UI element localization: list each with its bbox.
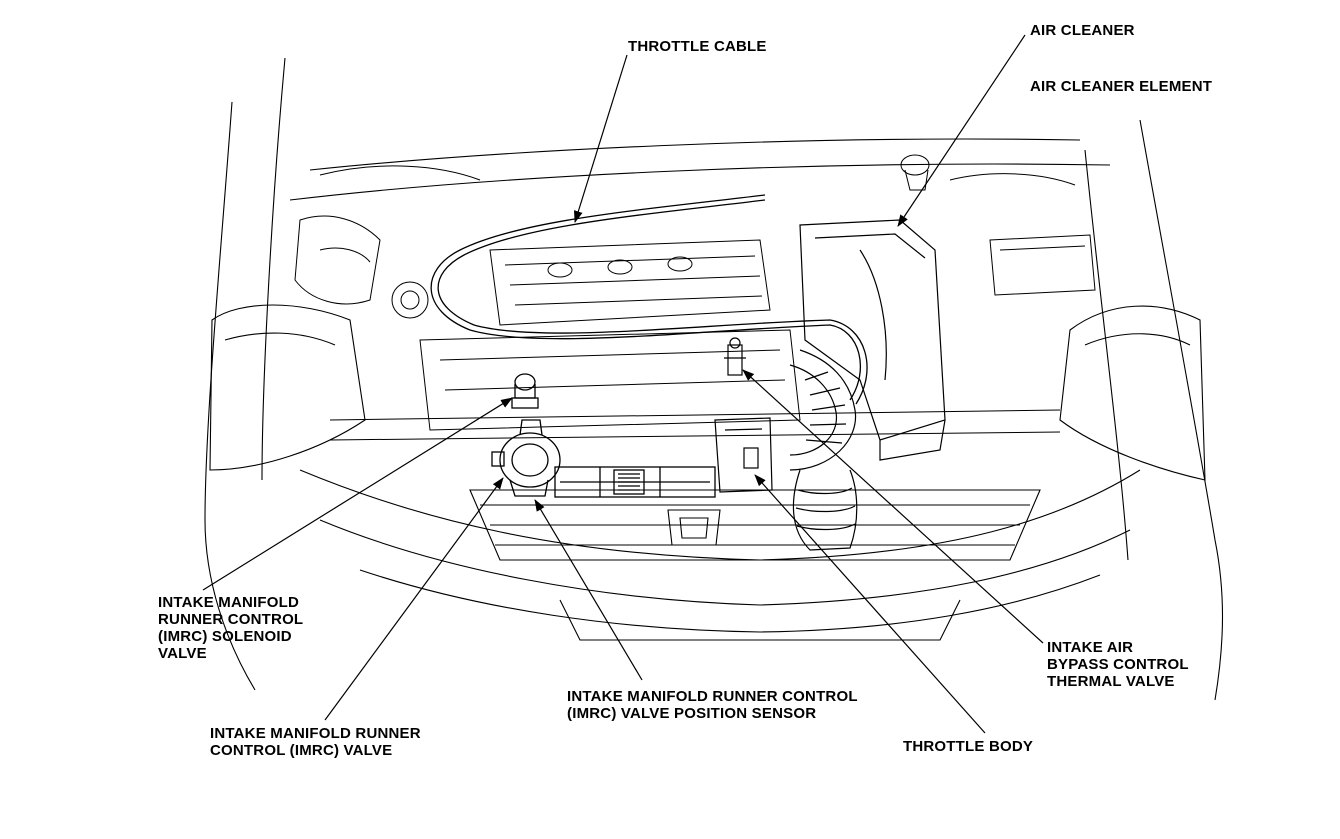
thermal-valve-shape <box>724 337 746 376</box>
label-imrc-valve: INTAKE MANIFOLD RUNNER CONTROL (IMRC) VA… <box>210 725 421 759</box>
label-imrc-position-sensor: INTAKE MANIFOLD RUNNER CONTROL (IMRC) VA… <box>567 688 858 722</box>
leader-lines <box>202 34 1044 734</box>
leader-imrc-valve <box>324 477 504 721</box>
throttle-cable <box>430 194 868 405</box>
vehicle-body-outline <box>204 57 1224 701</box>
label-imrc-solenoid-valve: INTAKE MANIFOLD RUNNER CONTROL (IMRC) SO… <box>158 594 304 662</box>
label-throttle-body: THROTTLE BODY <box>903 738 1034 755</box>
leader-thermal-valve <box>742 369 1044 644</box>
imrc-solenoid-shape <box>511 373 539 409</box>
throttle-body-shape <box>714 417 773 493</box>
leader-throttle-body <box>754 474 986 734</box>
intake-air-duct <box>789 349 857 471</box>
leader-throttle-cable <box>573 54 628 223</box>
label-air-cleaner-element: AIR CLEANER ELEMENT <box>1030 78 1213 95</box>
label-intake-air-bypass-thermal-valve: INTAKE AIR BYPASS CONTROL THERMAL VALVE <box>1047 639 1189 690</box>
imrc-valve-shape <box>491 419 716 498</box>
air-cleaner-box <box>792 219 946 551</box>
leader-imrc-sensor <box>534 499 643 681</box>
engine-components <box>294 154 1096 441</box>
leader-imrc-solenoid <box>202 397 513 591</box>
label-air-cleaner: AIR CLEANER <box>1030 22 1135 39</box>
leader-air-cleaner <box>897 34 1026 227</box>
label-throttle-cable: THROTTLE CABLE <box>628 38 767 55</box>
